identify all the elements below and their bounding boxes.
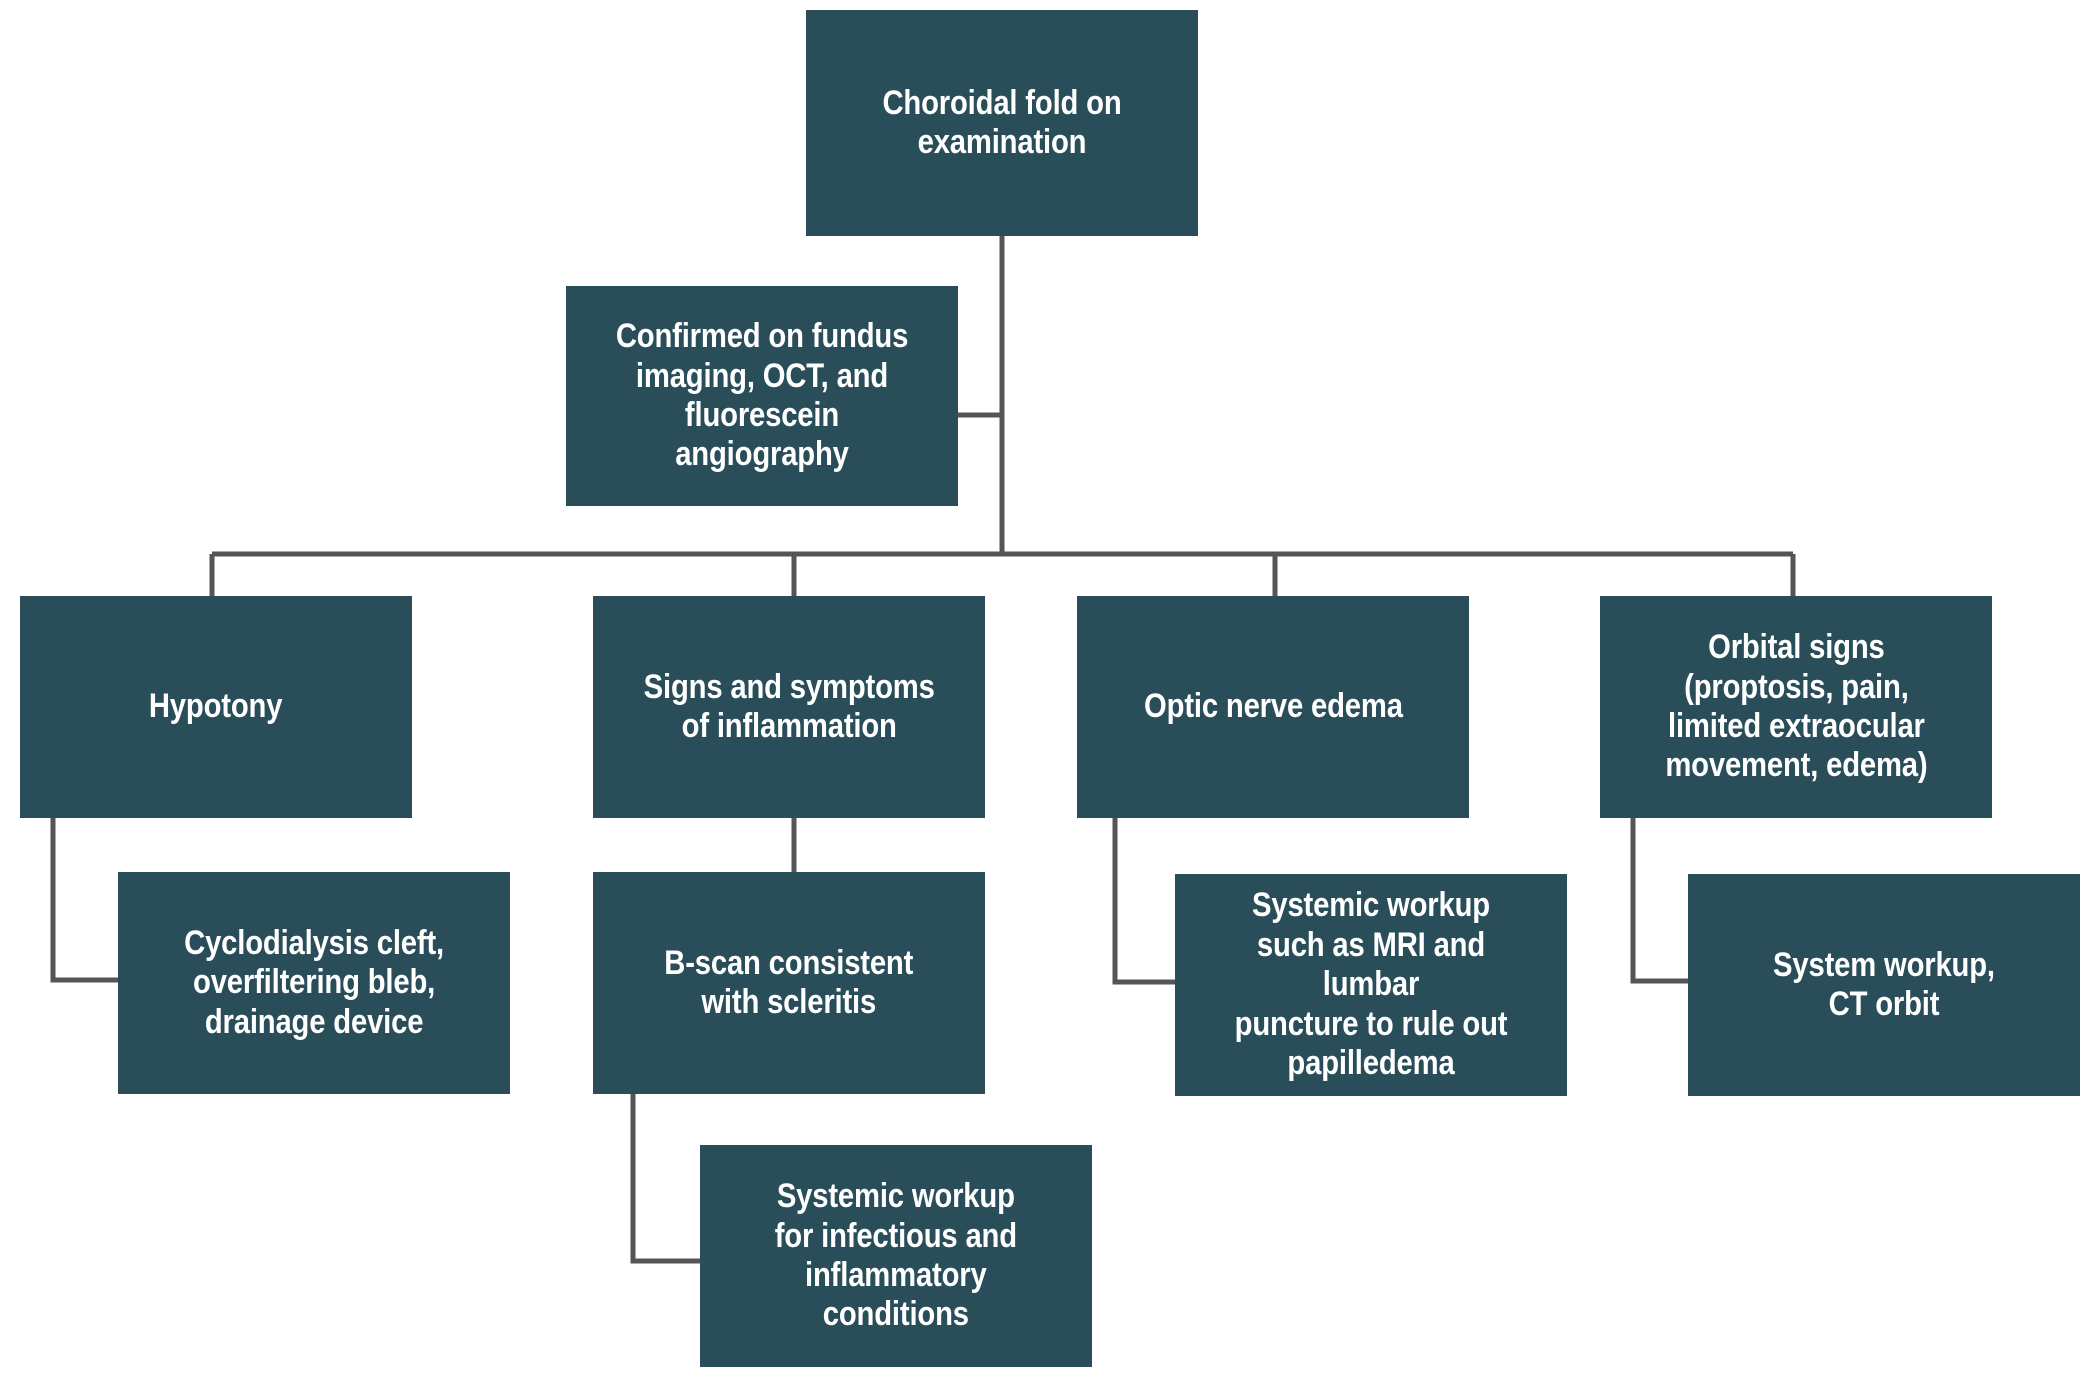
edge-optic-edema-to-mri [1112,818,1175,985]
node-label: Systemic workup such as MRI and lumbar p… [1234,886,1508,1083]
edge-hypotony-to-cyclodialysis [50,818,118,983]
node-orbital-signs[interactable]: Orbital signs (proptosis, pain, limited … [1600,596,1992,818]
node-label: System workup, CT orbit [1773,945,1995,1023]
node-label: Choroidal fold on examination [882,83,1122,161]
node-b-scan-consistent-with-scleritis[interactable]: B-scan consistent with scleritis [593,872,985,1094]
node-label: Optic nerve edema [1143,687,1403,726]
node-hypotony[interactable]: Hypotony [20,596,412,818]
node-cyclodialysis-cleft[interactable]: Cyclodialysis cleft, overfiltering bleb,… [118,872,510,1094]
node-choroidal-fold-on-examination[interactable]: Choroidal fold on examination [806,10,1198,236]
edge-orbital-to-ct-orbit [1630,818,1688,984]
node-label: Signs and symptoms of inflammation [643,667,935,745]
node-label: Hypotony [149,687,283,726]
node-label: Orbital signs (proptosis, pain, limited … [1664,628,1928,785]
node-label: Systemic workup for infectious and infla… [774,1177,1018,1334]
node-system-workup-ct-orbit[interactable]: System workup, CT orbit [1688,874,2080,1096]
node-systemic-workup-infectious-inflammatory[interactable]: Systemic workup for infectious and infla… [700,1145,1092,1367]
node-optic-nerve-edema[interactable]: Optic nerve edema [1077,596,1469,818]
node-label: B-scan consistent with scleritis [664,943,914,1021]
node-confirmed-on-fundus-imaging[interactable]: Confirmed on fundus imaging, OCT, and fl… [566,286,958,506]
node-systemic-workup-mri-lumbar-puncture[interactable]: Systemic workup such as MRI and lumbar p… [1175,874,1567,1096]
node-label: Cyclodialysis cleft, overfiltering bleb,… [184,923,444,1041]
edge-bscan-to-infl-workup [630,1094,700,1264]
node-label: Confirmed on fundus imaging, OCT, and fl… [615,317,909,474]
node-signs-and-symptoms-of-inflammation[interactable]: Signs and symptoms of inflammation [593,596,985,818]
